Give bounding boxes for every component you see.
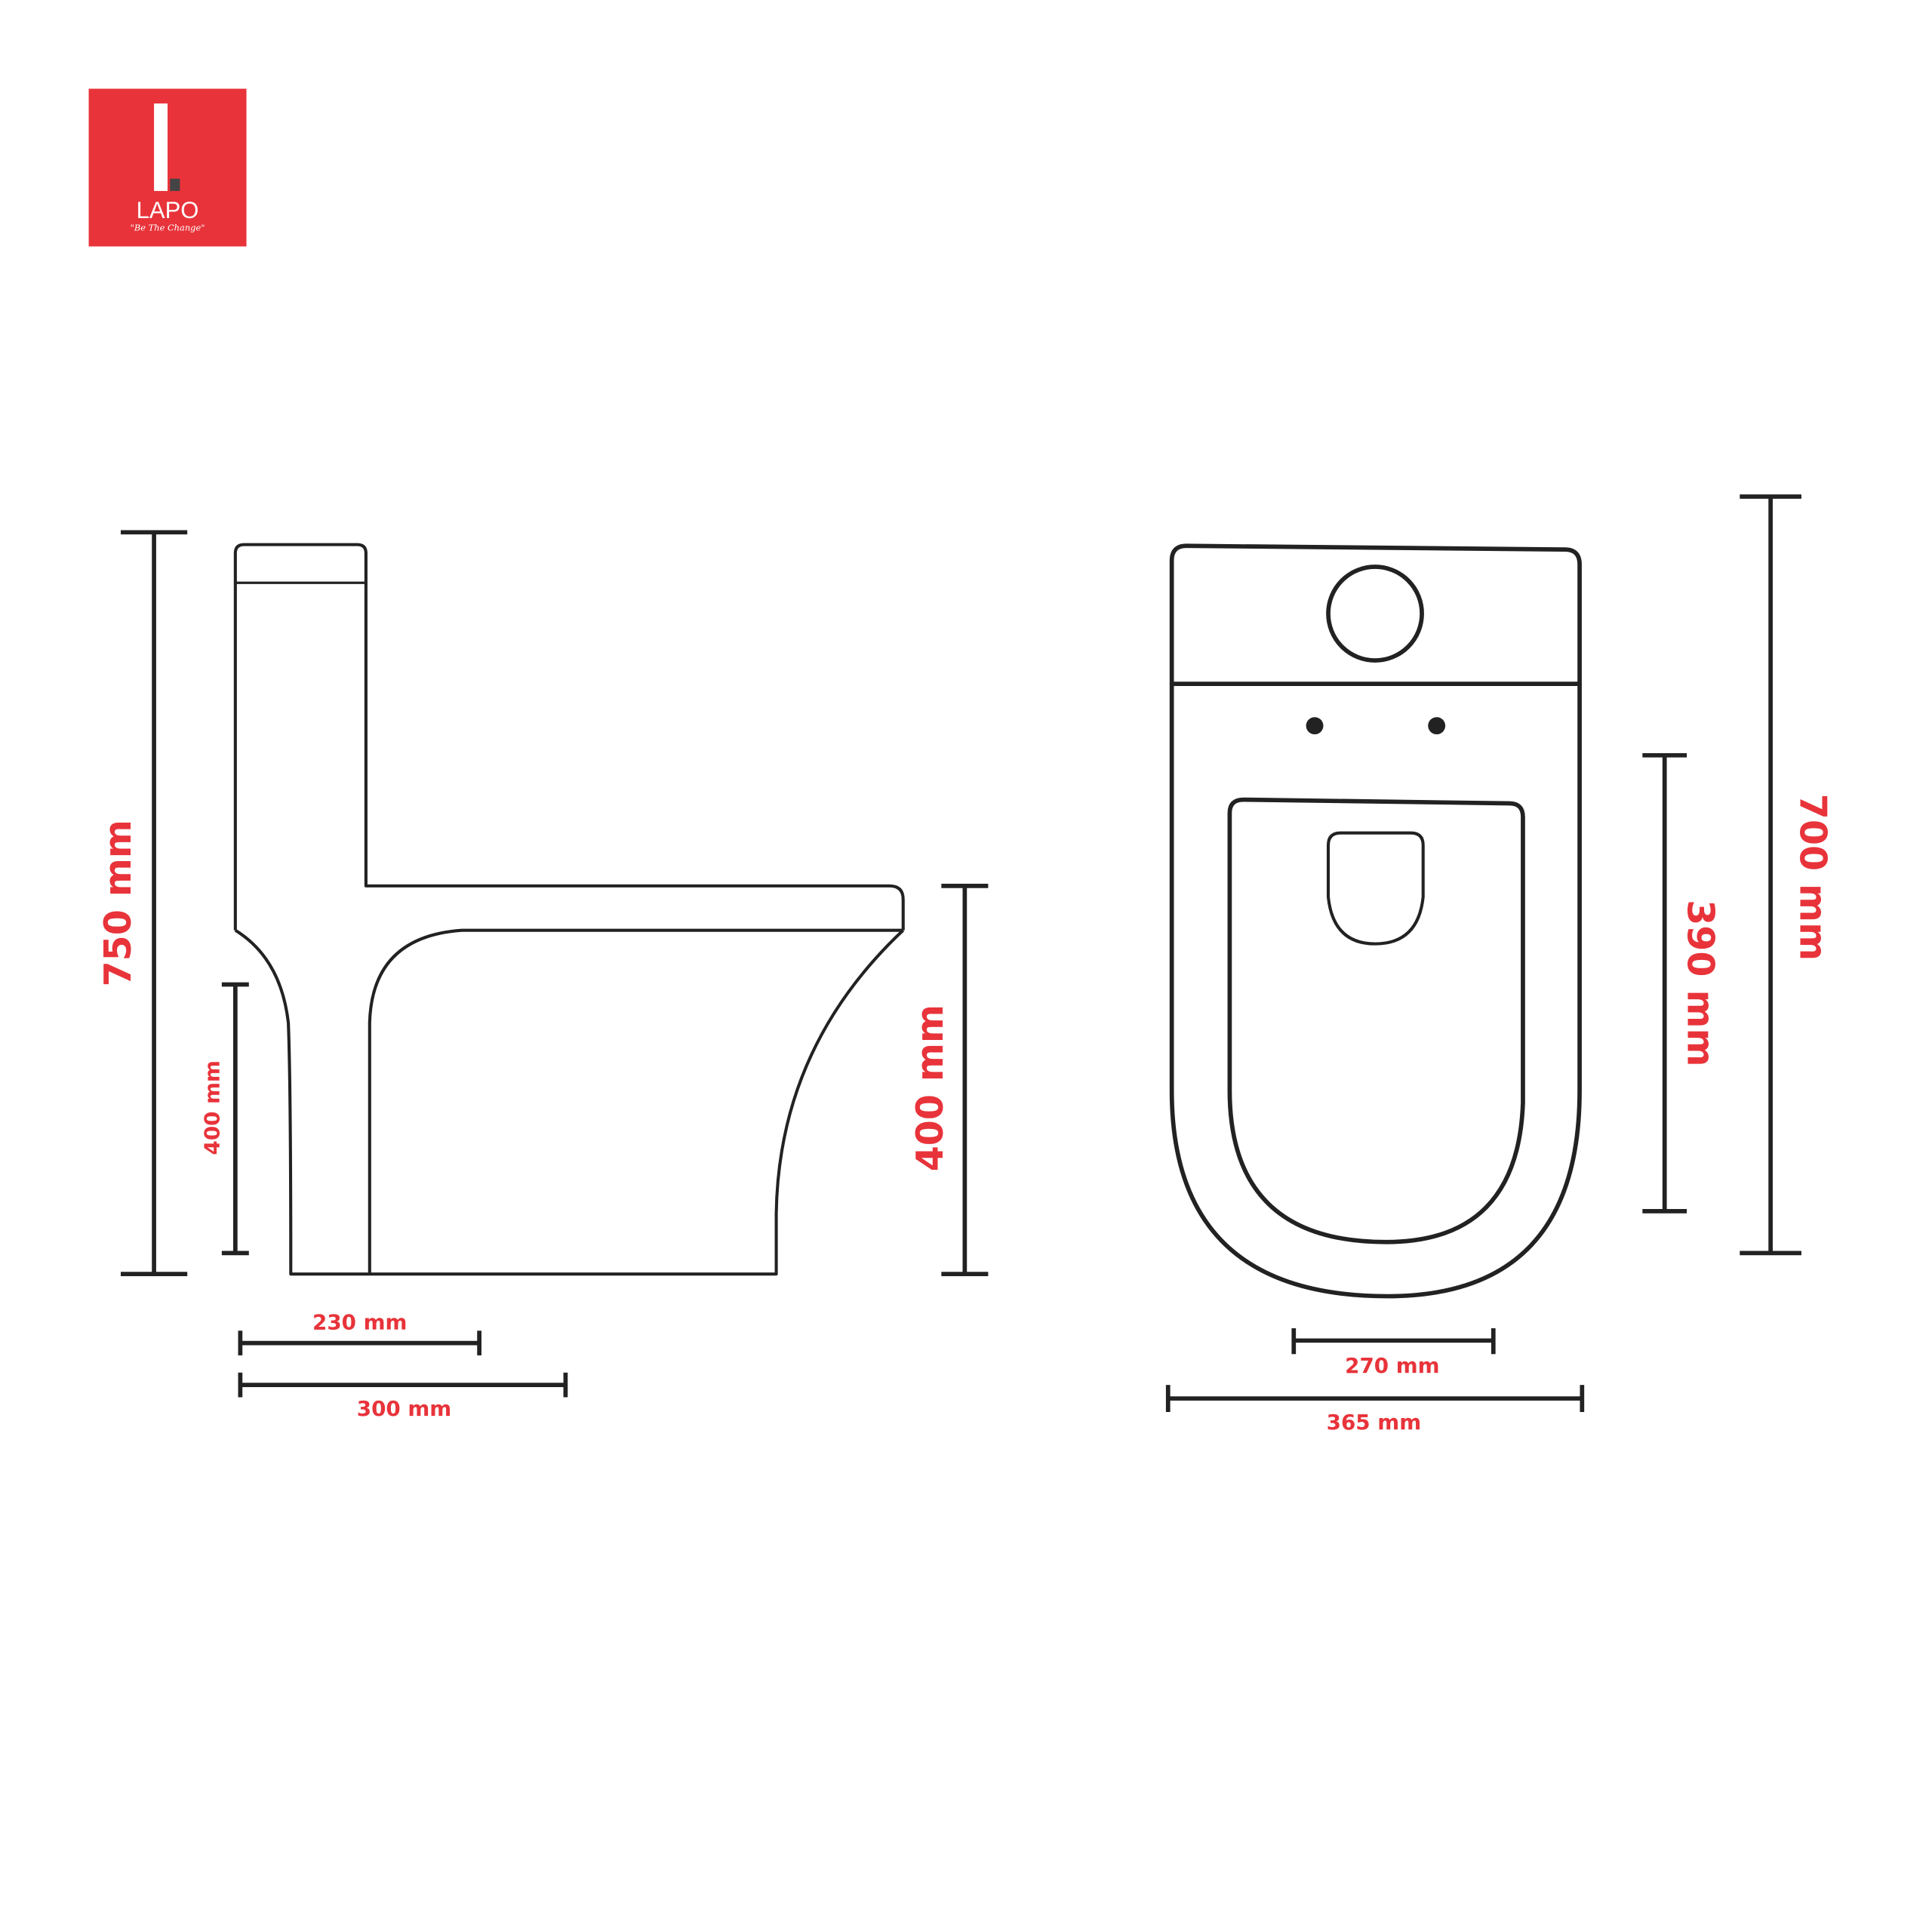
drawing-stroke [1428,717,1446,735]
drawing-stroke [234,928,905,1276]
dim-side-total-height: 750 mm [97,530,188,1277]
dimension-label: 750 mm [97,820,140,986]
side-view: 750 mm 400 mm 400 mm 230 mm 300 mm [97,530,989,1421]
drawing-stroke [1169,684,1582,1299]
dimension-label: 300 mm [357,1396,451,1421]
dim-top-total-height: 700 mm [1740,494,1834,1256]
drawing-stroke [154,103,168,192]
dimension-label: LAPO [137,197,199,223]
drawing-stroke [1227,797,1525,1244]
dim-side-width-a: 230 mm [238,1310,481,1355]
dimension-label: 270 mm [1345,1353,1439,1378]
dimension-label: 700 mm [1791,794,1834,961]
dim-top-seat-length: 390 mm [1642,752,1722,1214]
top-view: 700 mm 390 mm 270 mm 365 mm [1165,494,1834,1435]
dimension-label: 230 mm [312,1310,407,1335]
drawing-stroke [233,543,905,931]
dimension-label: 365 mm [1327,1410,1421,1435]
dim-top-total-width: 365 mm [1165,1385,1585,1435]
dim-side-width-b: 300 mm [238,1372,568,1421]
flush-button-icon [1326,565,1424,663]
drawing-stroke [368,928,903,1275]
lapo-logo: LAPO "Be The Change" [88,88,247,247]
dimension-label: "Be The Change" [131,222,205,232]
dimension-label: 400 mm [909,1004,952,1171]
drawing-stroke [170,178,180,192]
dimension-label: 390 mm [1679,900,1722,1066]
drawing-stroke [1169,543,1582,686]
dim-top-inner-width: 270 mm [1291,1328,1496,1378]
dimension-label: 400 mm [200,1060,225,1155]
dim-side-seat-height: 400 mm [909,884,989,1277]
drawing-stroke [1306,717,1324,735]
dim-side-rear-height: 400 mm [200,982,249,1256]
drawing-stroke [1326,831,1425,946]
